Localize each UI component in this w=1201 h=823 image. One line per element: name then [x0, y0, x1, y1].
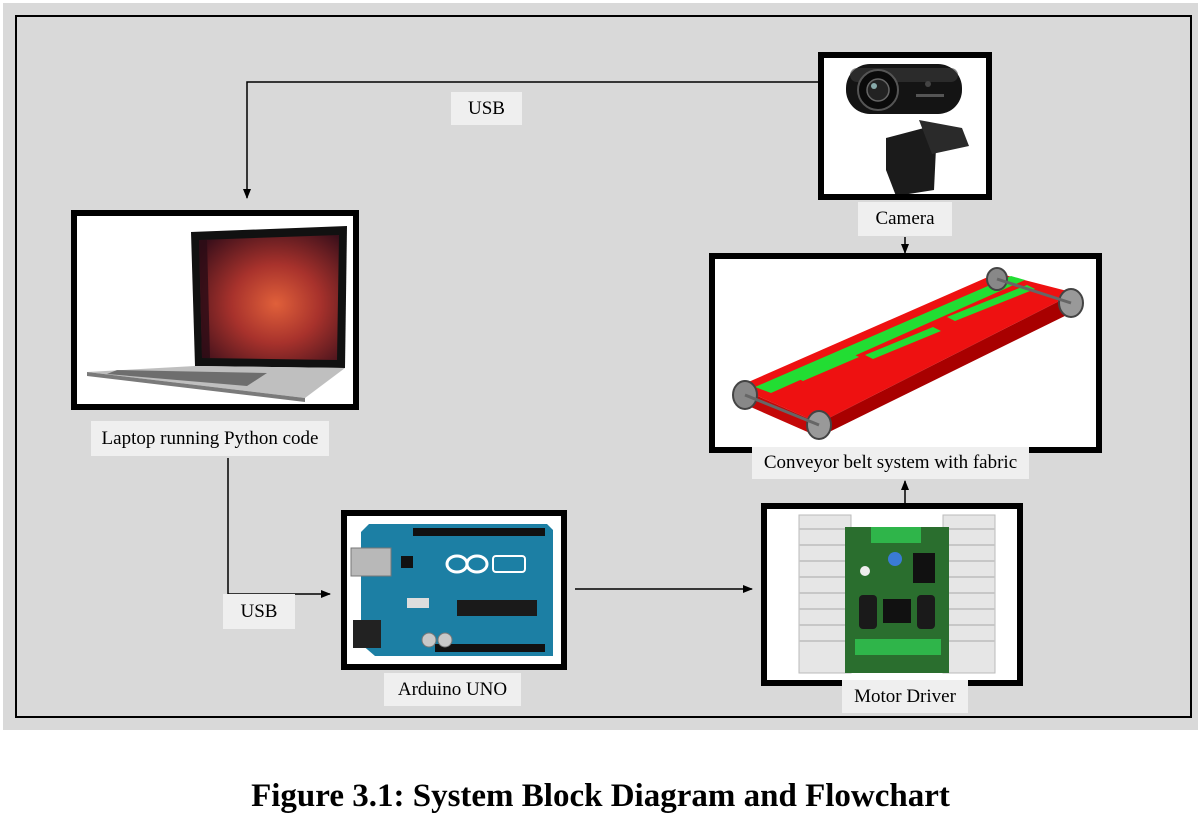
edge-laptop-arduino	[227, 458, 331, 598]
motor-driver-label: Motor Driver	[842, 680, 968, 713]
usb-label-top: USB	[451, 92, 522, 125]
arduino-board-icon	[347, 516, 561, 664]
arduino-label: Arduino UNO	[384, 673, 521, 706]
conveyor-label: Conveyor belt system with fabric	[752, 447, 1029, 479]
camera-box	[818, 52, 992, 200]
edge-camera-laptop	[243, 81, 818, 199]
laptop-box	[71, 210, 359, 410]
camera-label: Camera	[858, 202, 952, 236]
conveyor-box	[709, 253, 1102, 453]
laptop-icon	[77, 216, 353, 404]
laptop-label: Laptop running Python code	[91, 421, 329, 456]
motor-driver-box	[761, 503, 1023, 686]
figure-caption: Figure 3.1: System Block Diagram and Flo…	[251, 778, 950, 814]
usb-label-bottom: USB	[223, 594, 295, 629]
webcam-icon	[824, 58, 986, 194]
motor-driver-icon	[767, 509, 1017, 680]
arduino-box	[341, 510, 567, 670]
conveyor-belt-icon	[715, 259, 1096, 447]
